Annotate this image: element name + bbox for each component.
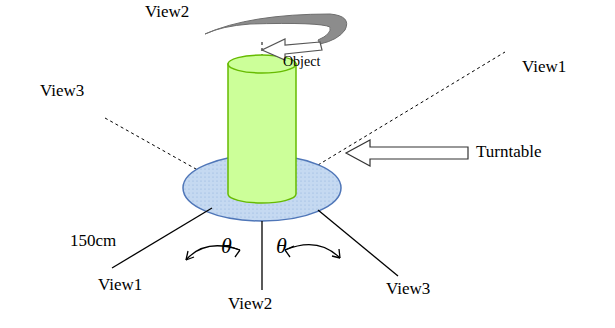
- view-label: View2: [145, 3, 189, 22]
- distance-label: 150cm: [70, 232, 116, 251]
- view-label: View3: [386, 280, 430, 299]
- angle-symbol: θ: [221, 234, 232, 258]
- view-label: View2: [228, 295, 272, 314]
- turntable-label: Turntable: [476, 143, 542, 162]
- view-label: View1: [522, 58, 566, 77]
- angle-symbol: θ: [276, 234, 287, 258]
- view-label: View1: [98, 276, 142, 295]
- view-label: View3: [40, 82, 84, 101]
- object-label: Object: [283, 54, 320, 69]
